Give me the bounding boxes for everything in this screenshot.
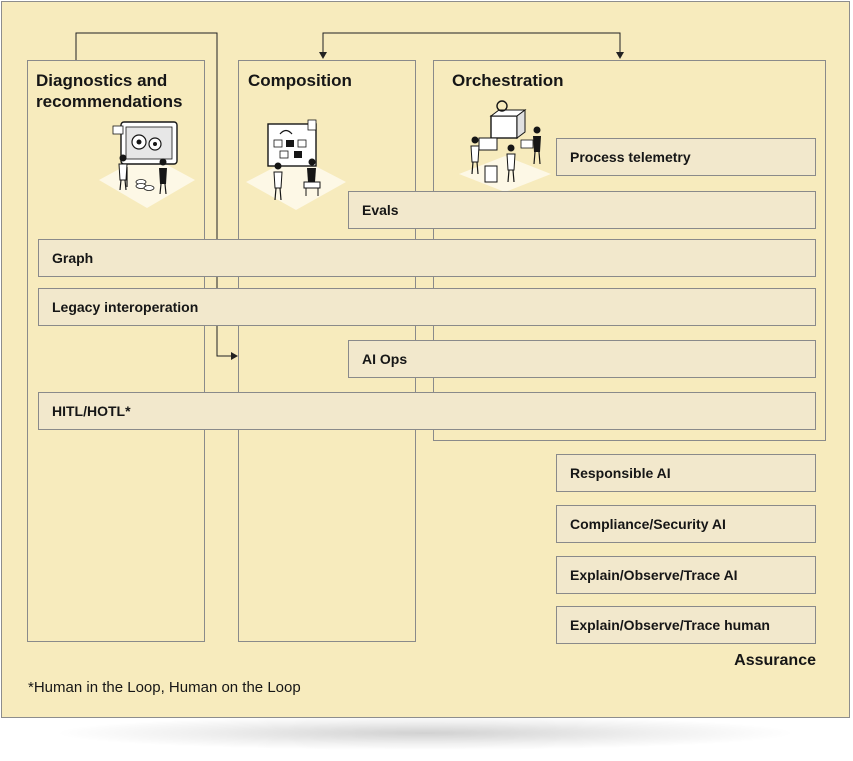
bar-responsible-ai: Responsible AI [556,454,816,492]
composition-title: Composition [248,71,352,90]
footnote: *Human in the Loop, Human on the Loop [28,679,301,696]
bar-explain-observe-trace-ai: Explain/Observe/Trace AI [556,556,816,594]
orchestration-illustration [459,100,551,192]
bar-process-telemetry: Process telemetry [556,138,816,176]
diagnostics-title: Diagnostics and recommendations [36,71,183,111]
assurance-label: Assurance [734,652,816,669]
composition-illustration [246,119,346,210]
orchestration-title: Orchestration [452,71,564,90]
bar-compliance-security-ai: Compliance/Security AI [556,505,816,543]
bar-ai-ops: AI Ops [348,340,816,378]
bar-legacy-interoperation: Legacy interoperation [38,288,816,326]
bar-evals: Evals [348,191,816,229]
diagnostics-illustration [99,121,195,208]
bar-graph: Graph [38,239,816,277]
bar-explain-observe-trace-human: Explain/Observe/Trace human [556,606,816,644]
bar-hitl-hotl: HITL/HOTL* [38,392,816,430]
drop-shadow [60,716,790,750]
